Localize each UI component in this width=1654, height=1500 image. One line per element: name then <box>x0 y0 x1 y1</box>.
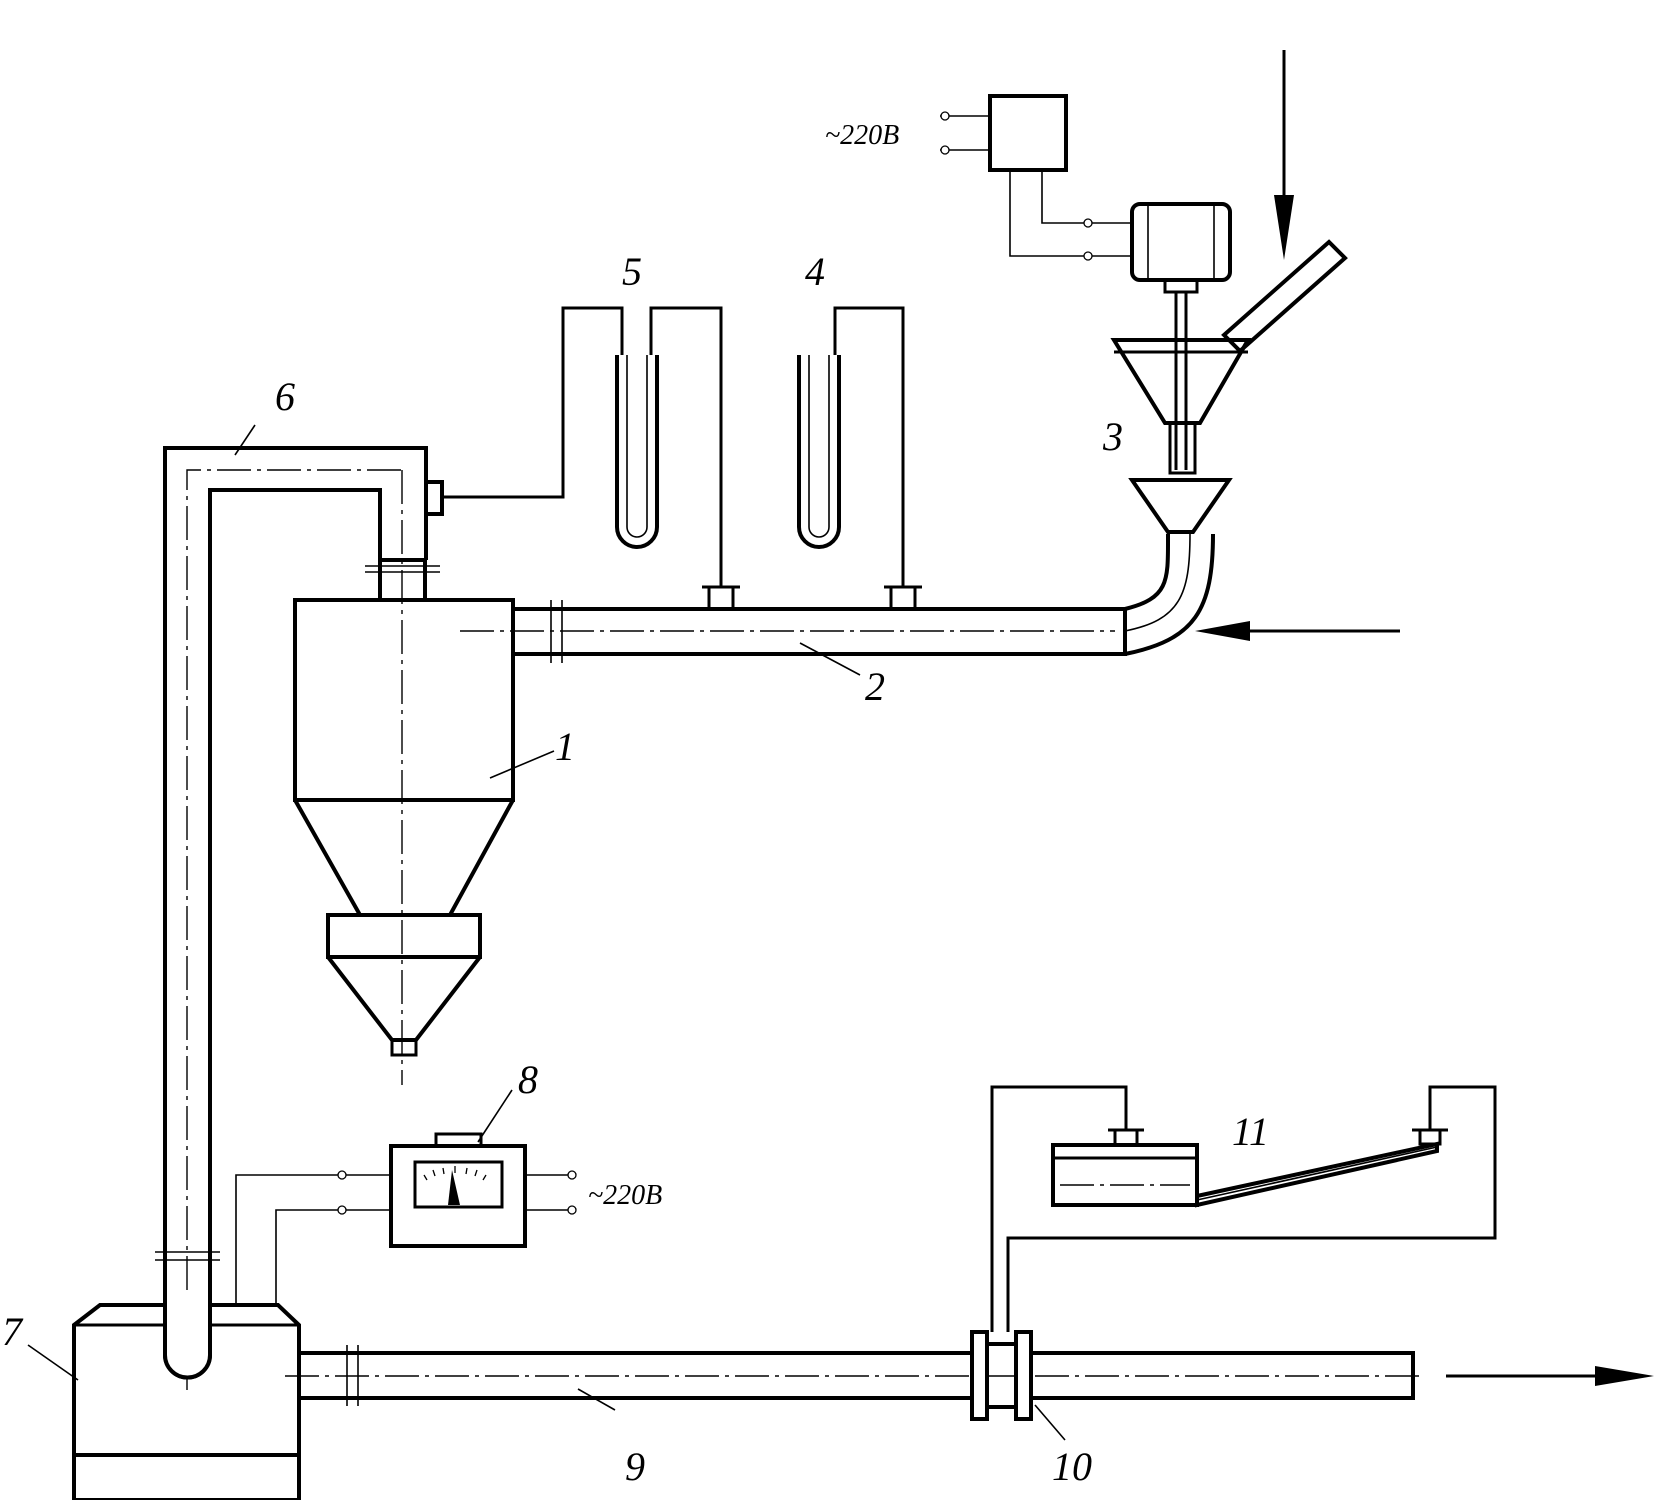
fan-7 <box>72 1290 301 1500</box>
meter-8 <box>235 1132 577 1305</box>
leader-lines <box>27 424 1066 1441</box>
cyclone <box>293 470 515 1085</box>
voltage-label-top: ~220В <box>825 120 899 151</box>
pipe-2 <box>460 533 1400 663</box>
label-5: 5 <box>622 249 642 294</box>
orifice-10 <box>970 1330 1033 1421</box>
label-1: 1 <box>555 724 575 769</box>
label-8: 8 <box>518 1057 538 1102</box>
label-4: 4 <box>805 249 825 294</box>
label-11: 11 <box>1232 1109 1269 1154</box>
feeder <box>940 50 1348 534</box>
return-pipe-6 <box>155 446 428 1390</box>
label-9: 9 <box>625 1444 645 1489</box>
pipe-9 <box>285 1345 1654 1406</box>
label-3: 3 <box>1102 414 1123 459</box>
label-7: 7 <box>2 1309 24 1354</box>
micromanometer-11 <box>990 1085 1497 1332</box>
label-6: 6 <box>275 374 295 419</box>
manometer-5 <box>424 306 740 611</box>
manometer-4 <box>797 306 922 611</box>
label-10: 10 <box>1052 1444 1092 1489</box>
voltage-label-meter: ~220В <box>588 1180 662 1211</box>
label-2: 2 <box>865 664 885 709</box>
